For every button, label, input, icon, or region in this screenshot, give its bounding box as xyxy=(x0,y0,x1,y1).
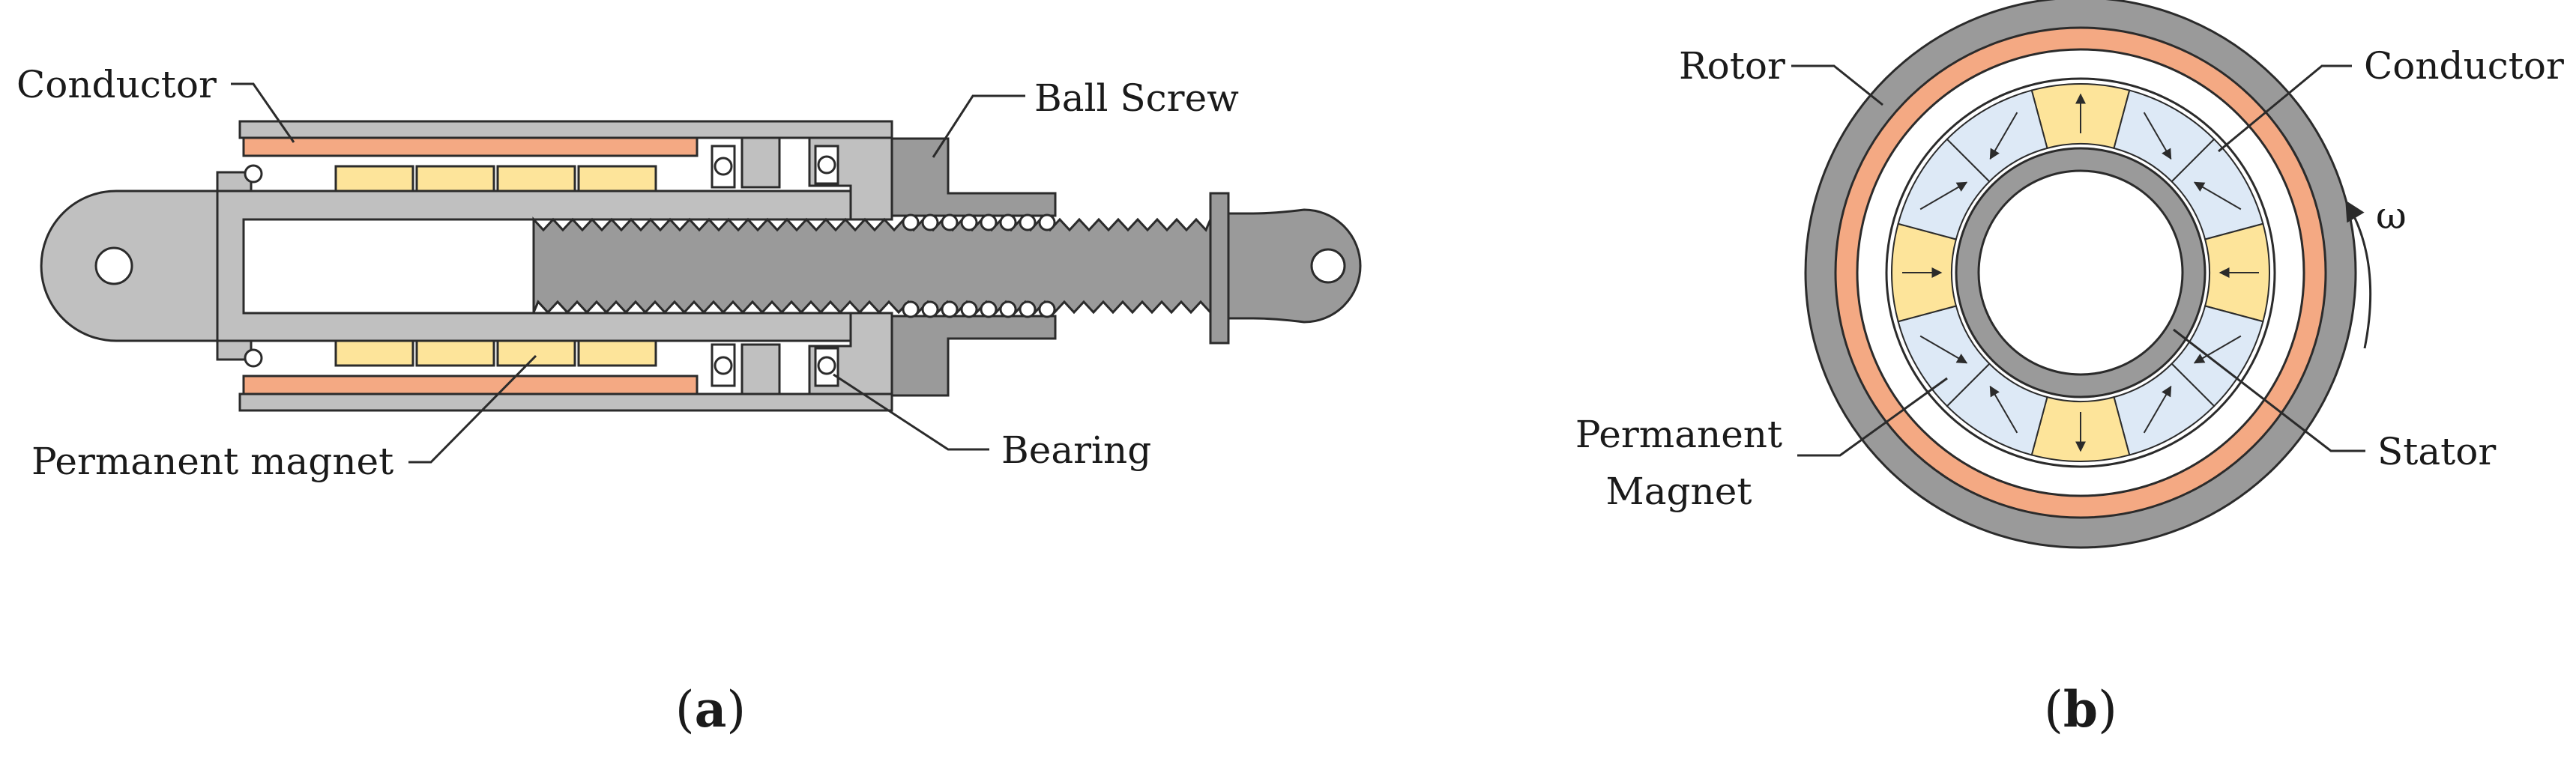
right-clevis-eye xyxy=(1227,208,1362,324)
screw-ball xyxy=(902,213,920,231)
conductor-strip-top xyxy=(242,136,699,157)
label-conductor-b: Conductor xyxy=(2364,44,2564,88)
magnetization-arrow xyxy=(1919,335,1968,364)
panel-a-leaders xyxy=(231,82,1025,464)
magnetization-arrow xyxy=(2193,335,2242,364)
permanent-magnets-top xyxy=(334,165,657,192)
screw-ball xyxy=(980,213,998,231)
label-permanent-b-line1: Permanent xyxy=(1575,413,1782,456)
label-permanent-magnet: Permanent magnet xyxy=(31,440,393,483)
magnet-block xyxy=(496,339,576,367)
label-magnet-b-line2: Magnet xyxy=(1606,470,1752,513)
label-stator: Stator xyxy=(2377,430,2496,473)
outer-housing-top xyxy=(238,120,893,139)
rotation-arrow xyxy=(2345,200,2372,349)
ball-screw-shaft xyxy=(532,216,1212,315)
magnet-block xyxy=(496,165,576,192)
bearing-ball xyxy=(244,164,263,184)
ball-screw-nut-bottom xyxy=(890,315,1057,397)
screw-ball xyxy=(941,213,959,231)
magnet-block xyxy=(415,339,495,367)
screw-ball xyxy=(1038,300,1056,318)
leader-bearing xyxy=(833,373,989,451)
screw-ball xyxy=(960,300,978,318)
label-conductor: Conductor xyxy=(16,63,217,106)
label-ball-screw: Ball Screw xyxy=(1034,76,1239,120)
label-bearing: Bearing xyxy=(1001,428,1151,472)
screw-ball xyxy=(999,300,1017,318)
bearings xyxy=(711,145,839,387)
screw-ball xyxy=(921,213,939,231)
screw-ball xyxy=(921,300,939,318)
panel-a-actuator: Conductor Ball Screw Permanent magnet Be… xyxy=(16,63,1362,739)
magnetization-arrow xyxy=(2143,112,2172,160)
magnetization-arrow xyxy=(2143,385,2172,434)
caption-a: (a) xyxy=(675,680,746,739)
screw-ball xyxy=(1019,300,1037,318)
bearing-ball xyxy=(817,155,836,175)
magnetization-arrow xyxy=(2193,181,2242,210)
caption-b: (b) xyxy=(2044,680,2117,739)
screw-ball xyxy=(1038,213,1056,231)
screw-ball xyxy=(941,300,959,318)
leader-permanent-magnet xyxy=(408,354,537,464)
magnet-block xyxy=(577,165,657,192)
label-rotor: Rotor xyxy=(1679,44,1785,88)
leader-ball-screw xyxy=(932,94,1025,158)
magnet-block xyxy=(577,339,657,367)
leader-permanent-magnet-b xyxy=(1797,377,1948,457)
left-eye-hole xyxy=(94,246,133,285)
panel-b-leaders xyxy=(1791,64,2365,457)
magnetization-arrow xyxy=(1989,112,2018,160)
screw-ball xyxy=(960,213,978,231)
leader-conductor xyxy=(231,82,295,143)
screw-ball xyxy=(1019,213,1037,231)
permanent-magnet-ring xyxy=(1891,83,2270,462)
permanent-magnets-bottom xyxy=(334,339,657,367)
bearing-ball xyxy=(714,157,733,176)
right-eye-hole xyxy=(1310,248,1346,284)
screw-ball xyxy=(902,300,920,318)
bearing-ball xyxy=(714,356,733,375)
outer-housing-bottom xyxy=(238,392,893,412)
magnet-segment xyxy=(1946,89,2048,183)
leader-conductor-b xyxy=(2218,64,2352,153)
ball-screw-balls xyxy=(902,213,1056,318)
magnet-block xyxy=(415,165,495,192)
bearing-ball xyxy=(817,356,836,375)
panel-b-cross-section: Rotor Conductor ω Permanent Magnet Stato… xyxy=(1575,0,2564,739)
conductor-strip-bottom xyxy=(242,375,699,395)
screw-ball xyxy=(980,300,998,318)
leader-rotor xyxy=(1791,64,1883,106)
ball-screw-nut-top xyxy=(890,137,1057,217)
shaft-collar xyxy=(1209,192,1230,345)
label-omega: ω xyxy=(2376,194,2407,237)
magnetization-arrow xyxy=(1989,385,2018,434)
end-bearing-balls xyxy=(244,164,263,368)
magnetization-arrow xyxy=(1919,181,1968,210)
screw-ball xyxy=(999,213,1017,231)
magnet-block xyxy=(334,339,414,367)
bearing-ball xyxy=(244,348,263,368)
magnet-block xyxy=(334,165,414,192)
stator-bore xyxy=(1977,169,2184,376)
leader-stator xyxy=(2173,328,2365,452)
